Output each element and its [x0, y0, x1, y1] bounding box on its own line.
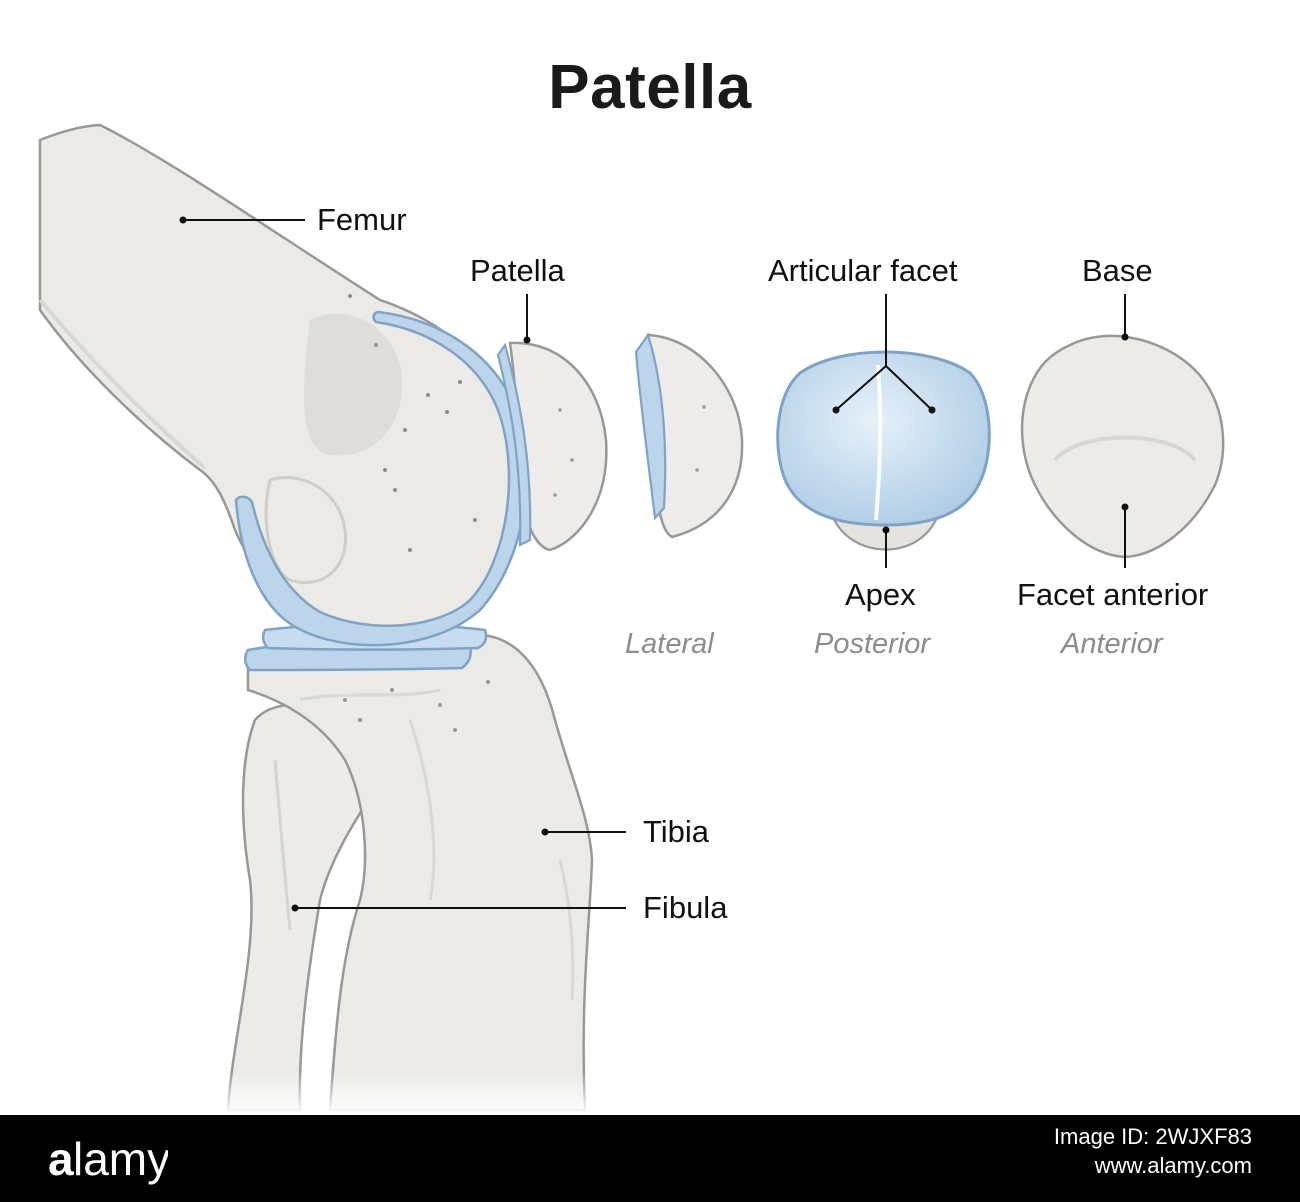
view-label-posterior: Posterior: [814, 628, 931, 660]
image-id-block: Image ID: 2WJXF83 www.alamy.com: [1054, 1123, 1252, 1180]
view-label-lateral: Lateral: [625, 628, 714, 660]
articular-facet-leader-left: [835, 365, 887, 411]
view-label-anterior: Anterior: [1061, 628, 1163, 660]
tibia-texture: [343, 680, 490, 732]
svg-text:lamy: lamy: [73, 1133, 168, 1185]
diagram-canvas: Patella Femur Patella Articular facet Ba…: [0, 53, 1300, 1115]
articular-facet-leader-right: [885, 365, 933, 411]
label-femur: Femur: [317, 202, 407, 237]
patella-posterior-view: [776, 350, 991, 551]
femur-condyle-shadow: [304, 313, 403, 456]
label-fibula: Fibula: [643, 890, 728, 925]
alamy-logo: a lamy: [48, 1133, 168, 1185]
femur-texture: [348, 294, 477, 552]
knee-illustration: [0, 123, 1300, 1115]
label-tibia: Tibia: [643, 814, 710, 849]
label-articular-facet: Articular facet: [768, 253, 958, 288]
watermark-footer: a lamy Image ID: 2WJXF83 www.alamy.com: [0, 1115, 1300, 1202]
patella-anterior-view: [1020, 334, 1225, 559]
label-facet-anterior: Facet anterior: [1017, 577, 1209, 612]
label-patella: Patella: [470, 253, 565, 288]
label-base: Base: [1082, 253, 1153, 288]
image-id: Image ID: 2WJXF83: [1053, 1124, 1252, 1149]
page-title: Patella: [548, 53, 752, 122]
site-url: www.alamy.com: [1094, 1152, 1252, 1178]
label-apex: Apex: [845, 577, 916, 612]
svg-text:a: a: [48, 1133, 74, 1185]
